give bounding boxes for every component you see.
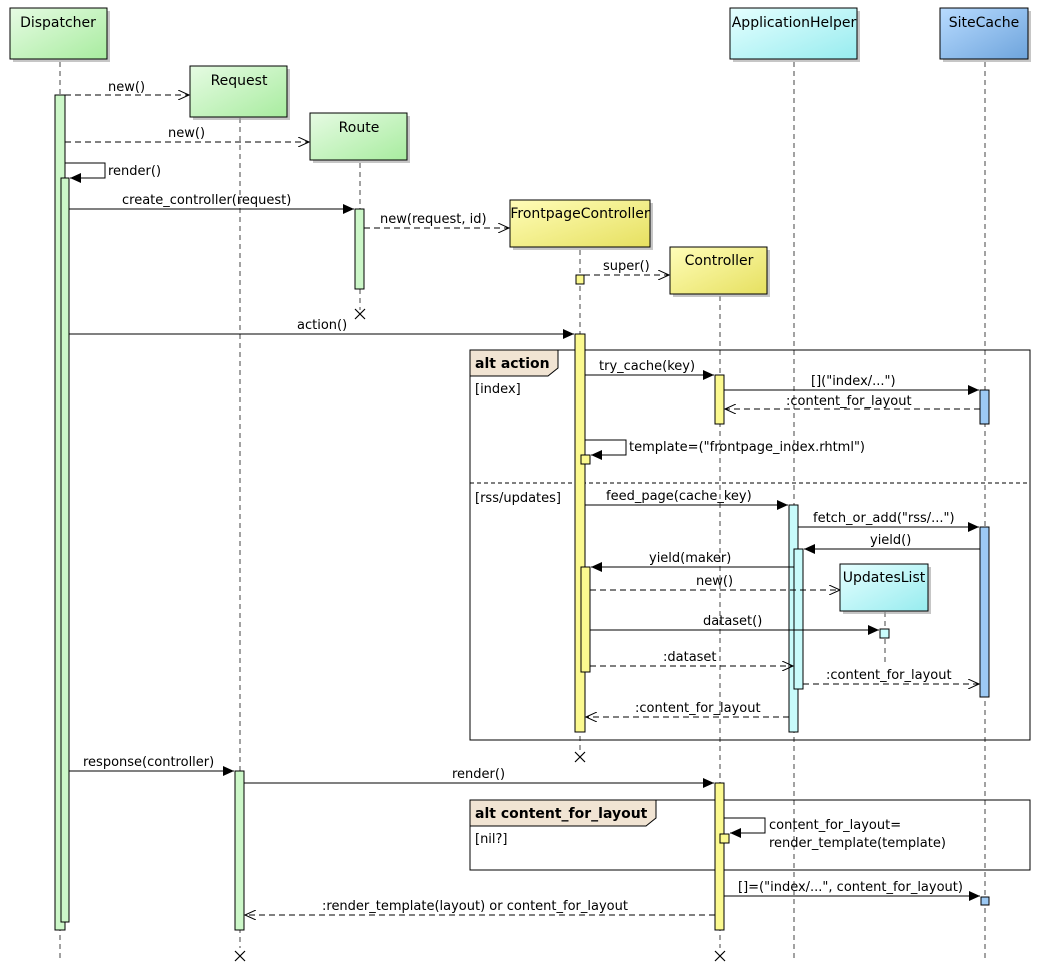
message-label-cache-return: :content_for_layout <box>786 394 912 409</box>
guard-nil: [nil?] <box>475 832 508 847</box>
message-arrow-render-template <box>724 817 766 838</box>
message-label-action: action() <box>297 318 347 333</box>
message-label-dataset-return: :dataset <box>663 650 717 665</box>
activation-route <box>354 208 365 290</box>
message-label-template: template=("frontpage_index.rhtml") <box>629 440 865 455</box>
participant-label-dispatcher: Dispatcher <box>20 15 96 31</box>
participant-application-helper: ApplicationHelper <box>729 7 860 62</box>
message-label-render-controller: render() <box>452 767 505 782</box>
participant-controller: Controller <box>669 246 770 297</box>
participant-dispatcher: Dispatcher <box>9 7 110 62</box>
participant-frontpage-controller: FrontpageController <box>509 199 653 250</box>
message-label-new-frontpage: new(request, id) <box>380 212 487 227</box>
activation-dispatcher-2 <box>60 177 70 923</box>
activation-app-helper-yield <box>793 548 804 690</box>
destroy-request-icon <box>234 950 246 962</box>
fragment-alt-action-tag: alt action <box>475 356 550 372</box>
activation-controller-content <box>719 833 730 844</box>
participant-label-frontpage-controller: FrontpageController <box>510 206 649 222</box>
message-label-super: super() <box>603 259 650 274</box>
activation-request-response <box>234 770 245 931</box>
participant-label-site-cache: SiteCache <box>949 15 1019 31</box>
message-label-yield-maker: yield(maker) <box>649 551 731 566</box>
activation-frontpage-yield <box>580 566 591 673</box>
destroy-route-icon <box>354 308 366 320</box>
message-arrow-render-self <box>65 162 106 183</box>
fragment-alt-content-for-layout: alt content_for_layout [nil?] <box>469 799 1031 871</box>
message-label-feed-page: feed_page(cache_key) <box>606 489 752 504</box>
activation-site-cache-store <box>980 896 990 906</box>
message-label-final-return: :render_template(layout) or content_for_… <box>322 899 628 914</box>
activation-controller-render <box>714 782 725 931</box>
participant-label-controller: Controller <box>685 253 754 269</box>
message-label-render-template-2: render_template(template) <box>769 836 946 851</box>
participant-request: Request <box>189 65 290 120</box>
activation-site-cache-index <box>979 389 990 425</box>
guard-rss-updates: [rss/updates] <box>475 491 561 506</box>
activation-frontpage-action <box>574 333 586 733</box>
message-label-content-to-cache: :content_for_layout <box>826 668 952 683</box>
destruction-marks <box>234 308 726 962</box>
message-label-create-controller: create_controller(request) <box>122 193 291 208</box>
participant-updates-list: UpdatesList <box>839 563 931 614</box>
participant-route: Route <box>309 112 410 163</box>
message-label-response: response(controller) <box>83 755 214 770</box>
activation-updates-list-dataset <box>879 628 890 639</box>
message-label-try-cache: try_cache(key) <box>599 359 695 374</box>
message-label-new-updates-list: new() <box>696 574 733 589</box>
destroy-frontpage-icon <box>574 751 586 763</box>
participant-label-request: Request <box>211 73 268 89</box>
activation-controller-try-cache <box>714 374 725 425</box>
message-label-content-to-frontpage: :content_for_layout <box>635 701 761 716</box>
fragment-alt-action: alt action [index] [rss/updates] <box>469 349 1031 741</box>
message-label-cache-store: []=("index/...", content_for_layout) <box>738 880 963 895</box>
message-label-render-template-1: content_for_layout= <box>769 818 901 833</box>
guard-index: [index] <box>475 382 521 397</box>
message-label-cache-get: []("index/...") <box>811 374 896 389</box>
messages: new() new() render() create_controller(r… <box>65 80 980 915</box>
participant-site-cache: SiteCache <box>939 7 1031 62</box>
destroy-controller-icon <box>714 950 726 962</box>
participant-label-route: Route <box>339 120 380 136</box>
activation-frontpage-super <box>575 274 585 285</box>
message-arrow-template <box>585 439 627 460</box>
message-label-render-self: render() <box>108 164 161 179</box>
activations <box>54 94 990 931</box>
participant-label-updates-list: UpdatesList <box>843 570 926 586</box>
message-label-yield: yield() <box>870 533 911 548</box>
message-label-dataset: dataset() <box>703 614 762 629</box>
activation-frontpage-template <box>580 454 591 465</box>
participant-label-application-helper: ApplicationHelper <box>732 15 857 31</box>
message-label-new-request: new() <box>108 80 145 95</box>
message-label-new-route: new() <box>168 126 205 141</box>
activation-site-cache-fetch <box>979 526 990 698</box>
fragment-alt-content-tag: alt content_for_layout <box>475 806 648 822</box>
message-label-fetch-or-add: fetch_or_add("rss/...") <box>813 511 955 526</box>
participants: Dispatcher Request Route FrontpageContro… <box>9 7 1031 614</box>
